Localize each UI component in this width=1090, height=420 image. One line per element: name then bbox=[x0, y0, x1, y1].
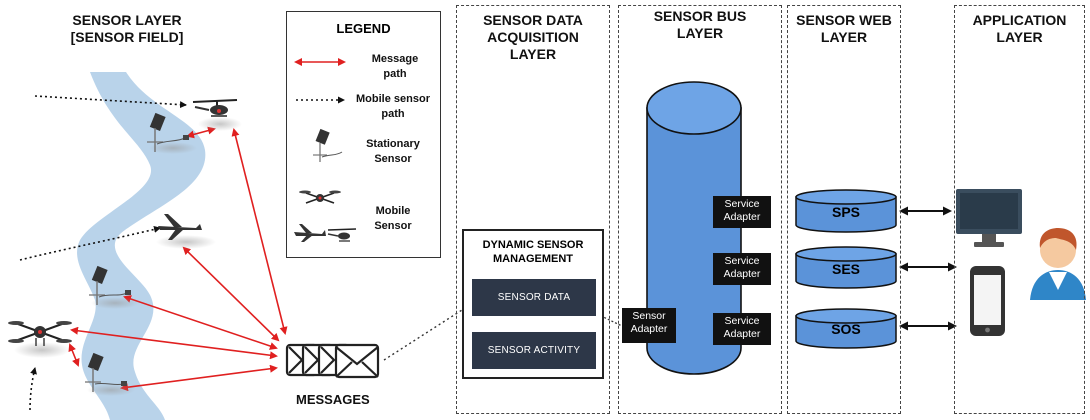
dynamic-sensor-management-box: DYNAMIC SENSOR MANAGEMENT SENSOR DATA SE… bbox=[462, 229, 604, 379]
msg-arrow-c bbox=[182, 246, 280, 342]
helicopter-drone-icon bbox=[327, 228, 357, 242]
msg-arrow-b bbox=[231, 128, 288, 335]
stationary-sensor-icon bbox=[85, 352, 135, 396]
web-layer-title: SENSOR WEB LAYER bbox=[796, 12, 892, 45]
dsm-title: DYNAMIC SENSOR MANAGEMENT bbox=[482, 239, 584, 265]
service-adapter-ses: Service Adapter bbox=[713, 253, 771, 285]
sps-service-disk bbox=[795, 189, 897, 233]
messages-label: MESSAGES bbox=[296, 392, 370, 407]
stationary-sensor-icon bbox=[147, 112, 197, 154]
fixed-wing-drone-icon bbox=[294, 224, 326, 242]
sensor-data-box: SENSOR DATA bbox=[472, 279, 596, 316]
helicopter-drone-icon bbox=[192, 99, 242, 131]
service-adapter-sps: Service Adapter bbox=[713, 196, 771, 228]
messages-to-dsm-line bbox=[383, 309, 463, 361]
ses-service-disk bbox=[795, 246, 897, 289]
fixed-wing-drone-icon bbox=[156, 214, 216, 249]
legend-title: LEGEND bbox=[336, 21, 391, 36]
legend-mobile-label: Mobile Sensor bbox=[374, 205, 412, 232]
stationary-sensor-icon bbox=[313, 128, 343, 162]
sos-label: SOS bbox=[831, 321, 861, 337]
msg-arrow-g bbox=[68, 343, 80, 367]
smartphone-icon bbox=[970, 266, 1005, 336]
legend-message-path-label: Message path bbox=[371, 53, 419, 80]
ses-label: SES bbox=[831, 261, 860, 277]
envelope-icon bbox=[285, 343, 380, 379]
quadcopter-icon bbox=[299, 190, 341, 204]
sensor-bus-cylinder bbox=[646, 81, 742, 375]
acquisition-layer-title: SENSOR DATA ACQUISITION LAYER bbox=[483, 12, 583, 62]
mobile-path-3 bbox=[29, 367, 37, 411]
application-layer-panel bbox=[954, 5, 1085, 414]
acquisition-layer-panel bbox=[456, 5, 610, 414]
sensor-layer-title: SENSOR LAYER [SENSOR FIELD] bbox=[70, 12, 184, 45]
quadcopter-icon bbox=[8, 321, 72, 358]
sps-label: SPS bbox=[831, 204, 860, 220]
mobile-path-2 bbox=[19, 225, 161, 261]
sensor-adapter: Sensor Adapter bbox=[622, 308, 676, 343]
stationary-sensor-icon bbox=[89, 265, 139, 309]
service-adapter-sos: Service Adapter bbox=[713, 313, 771, 345]
msg-arrow-e bbox=[70, 326, 278, 360]
sensor-activity-box: SENSOR ACTIVITY bbox=[472, 332, 596, 369]
legend-box: LEGEND Message path Mobile sensor path S… bbox=[286, 11, 441, 258]
legend-stationary-label: Stationary Sensor bbox=[366, 138, 420, 165]
monitor-icon bbox=[956, 189, 1022, 247]
bus-layer-panel bbox=[618, 5, 782, 414]
mobile-path-1 bbox=[34, 95, 187, 109]
application-layer-title: APPLICATION LAYER bbox=[972, 12, 1067, 45]
legend-mobile-path-label: Mobile sensor path bbox=[356, 93, 430, 120]
bus-layer-title: SENSOR BUS LAYER bbox=[653, 8, 747, 41]
web-layer-panel bbox=[787, 5, 901, 414]
sos-service-disk bbox=[795, 308, 897, 349]
msg-arrow-f bbox=[120, 364, 278, 392]
user-avatar-icon bbox=[1030, 228, 1086, 300]
